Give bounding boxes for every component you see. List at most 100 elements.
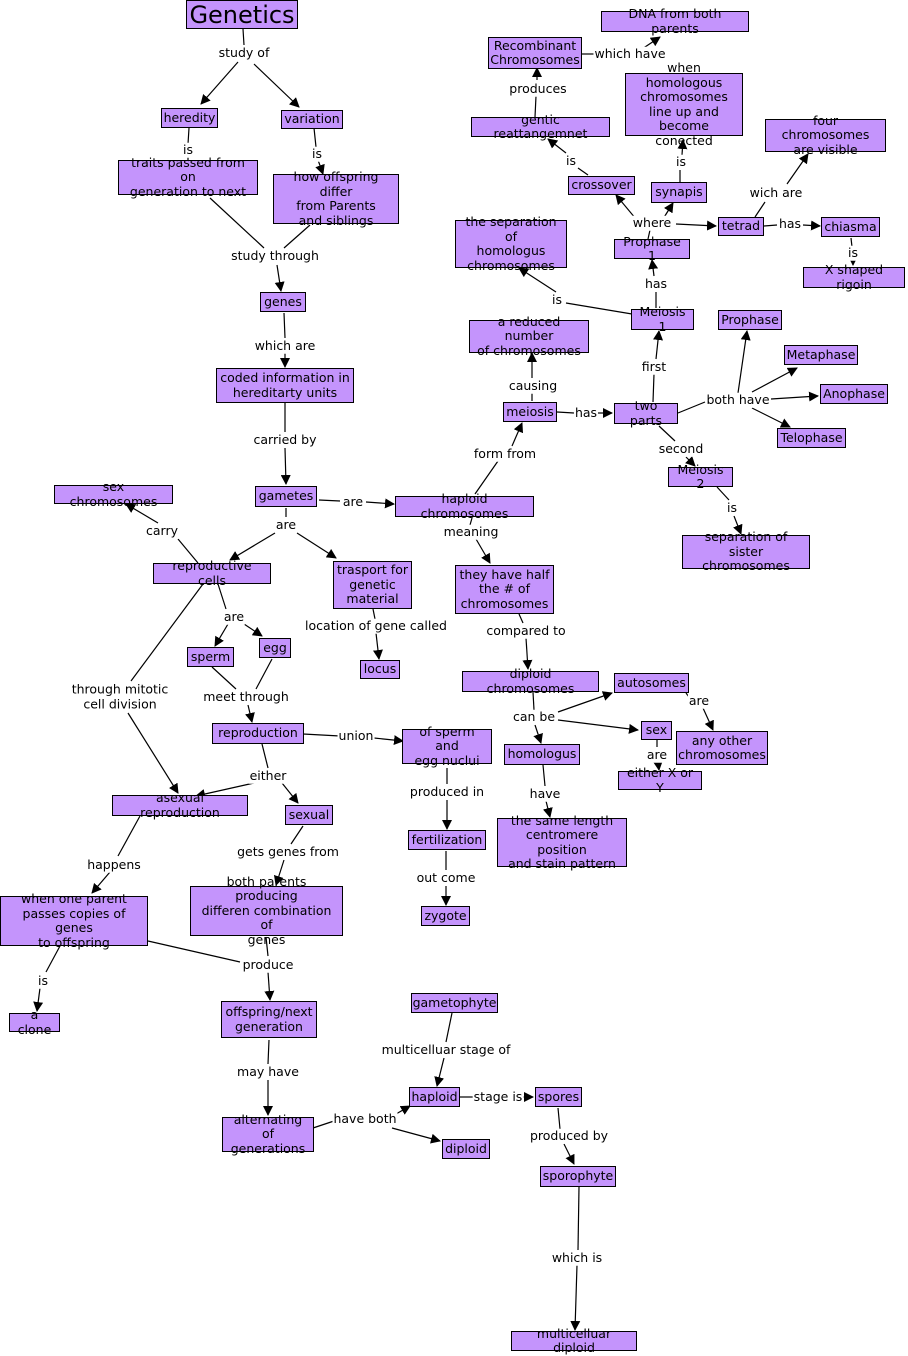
node-homologous-line-up[interactable]: when homologous chromosomes line up and … [625,60,743,147]
node-locus[interactable]: locus [360,660,400,679]
link-label: study of [217,44,271,61]
node-diploid[interactable]: diploid [442,1139,490,1159]
node-separation-sister[interactable]: separation of sister chromosomes [682,530,810,573]
link-label: study through [230,247,320,264]
node-recombinant[interactable]: Recombinant Chromosomes [488,37,582,69]
node-dna-both-parents[interactable]: DNA from both parents [601,6,749,35]
node-meiosis[interactable]: meiosis [503,402,557,422]
link-label: meet through [202,688,290,705]
node-variation[interactable]: variation [281,110,343,129]
link-label: produced by [528,1127,610,1144]
node-tetrad[interactable]: tetrad [718,217,764,236]
link-label: has [777,215,803,232]
node-spores[interactable]: spores [535,1087,582,1107]
link-label: produce [241,956,295,973]
link-label: second [657,440,705,457]
link-label: is [182,141,194,158]
link-label: carried by [252,431,318,448]
node-one-parent[interactable]: when one parent passes copies of genes t… [0,891,148,949]
node-fertilization[interactable]: fertilization [408,830,486,850]
node-both-parents[interactable]: both parents producing differen combinat… [190,874,343,947]
link-label: which is [550,1249,604,1266]
node-autosomes[interactable]: autosomes [614,673,689,693]
link-label: happens [86,856,142,873]
node-four-chromosomes[interactable]: four chromosomes are visible [765,113,886,157]
node-sperm-egg-nuclui[interactable]: of sperm and egg nuclui [402,724,492,768]
node-sex-chromosomes[interactable]: sex chromosomes [54,479,173,508]
node-reduced-number[interactable]: a reduced number of chromosomes [469,314,589,358]
node-heredity[interactable]: heredity [161,108,218,128]
node-two-parts[interactable]: two parts [614,398,678,427]
link-label: carry [145,522,179,539]
link-label: causing [507,377,559,394]
node-zygote[interactable]: zygote [421,906,470,926]
node-traits[interactable]: traits passed from on generation to next [118,155,258,199]
node-coded-information[interactable]: coded information in hereditarty units [216,368,354,403]
link-label: which are [253,337,317,354]
node-gentic-reattangemnet[interactable]: gentic reattangemnet [471,112,610,141]
node-prophase[interactable]: Prophase [718,310,782,330]
link-label: may have [236,1063,300,1080]
node-sporophyte[interactable]: sporophyte [540,1166,616,1187]
node-prophase-1[interactable]: Prophase 1 [614,234,690,263]
node-egg[interactable]: egg [259,638,291,658]
node-same-length[interactable]: the same length centromere position and … [497,813,627,871]
node-chiasma[interactable]: chiasma [821,217,880,237]
link-label: have both [332,1110,398,1127]
link-label: is [565,152,577,169]
node-trasport[interactable]: trasport for genetic material [333,561,412,609]
node-sperm[interactable]: sperm [187,647,234,667]
node-asexual-reproduction[interactable]: asexual reproduction [112,790,248,819]
node-gametophyte[interactable]: gametophyte [411,993,498,1013]
node-sex[interactable]: sex [641,721,672,740]
link-label: is [675,153,687,170]
node-reproductive-cells[interactable]: reproductive cells [153,558,271,587]
node-haploid[interactable]: haploid [409,1087,460,1107]
node-meiosis-2[interactable]: Meiosis 2 [668,462,733,491]
link-label: both have [705,391,771,408]
link-label: is [37,972,49,989]
node-synapis[interactable]: synapis [651,182,707,203]
node-clone[interactable]: a clone [9,1007,60,1036]
link-label: are [687,692,711,709]
node-metaphase[interactable]: Metaphase [784,345,858,365]
link-label: is [847,244,859,261]
link-label: have [528,785,562,802]
node-gametes[interactable]: gametes [255,486,317,507]
link-label: are [645,746,669,763]
node-how-offspring[interactable]: how offspring differ from Parents and si… [273,169,399,227]
node-genetics[interactable]: Genetics [186,0,298,29]
node-any-other[interactable]: any other chromosomes [676,731,768,765]
link-label: has [643,275,669,292]
link-label: out come [415,869,477,886]
node-x-shaped[interactable]: X shaped rigoin [803,262,905,291]
node-separation-homologus[interactable]: the separation of homologus chromosomes [455,214,567,272]
node-either-x-or-y[interactable]: either X or Y [618,765,702,794]
node-alternating[interactable]: alternating of generations [222,1112,314,1156]
node-sexual[interactable]: sexual [285,805,333,825]
link-label: compared to [485,622,567,639]
link-label: has [573,404,599,421]
node-haploid-chromosomes[interactable]: haploid chromosomes [395,491,534,520]
link-label: location of gene called [304,617,448,634]
link-label: where [631,214,673,231]
node-crossover[interactable]: crossover [568,176,635,195]
node-reproduction[interactable]: reproduction [212,723,304,744]
link-label: is [726,499,738,516]
node-genes[interactable]: genes [260,292,306,312]
node-half-number[interactable]: they have half the # of chromosomes [455,565,554,614]
node-offspring-next[interactable]: offspring/next generation [221,1001,317,1038]
node-anophase[interactable]: Anophase [820,384,888,404]
node-meiosis-1[interactable]: Meiosis 1 [631,304,694,333]
node-multicelluar-diploid[interactable]: multicelluar diploid [511,1326,637,1355]
link-label: stage is [472,1088,524,1105]
link-label: are [274,516,298,533]
link-label: which have [593,45,667,62]
node-homologus[interactable]: homologus [504,744,580,765]
link-label: are [222,608,246,625]
node-diploid-chromosomes[interactable]: diploid chromosomes [462,666,599,695]
node-telophase[interactable]: Telophase [777,428,846,448]
link-label: is [551,291,563,308]
